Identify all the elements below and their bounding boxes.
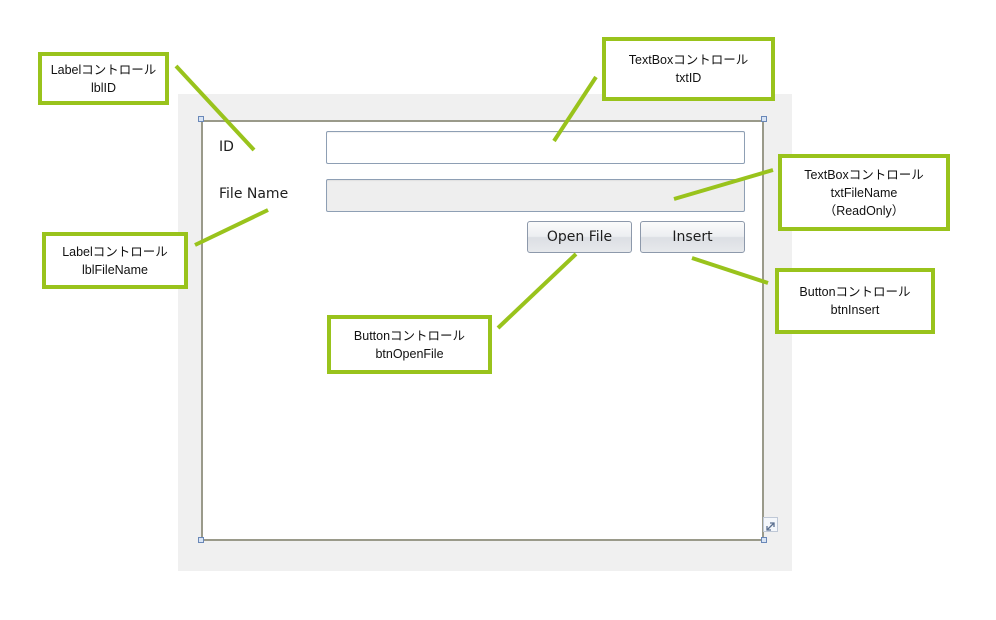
filename-textbox[interactable] <box>326 179 745 212</box>
callout-lbl-id: Labelコントロール lblID <box>38 52 169 105</box>
selection-handle-icon[interactable] <box>761 537 767 543</box>
callout-btn-openfile-type: Buttonコントロール <box>353 328 466 343</box>
callout-txt-id: TextBoxコントロール txtID <box>602 37 775 101</box>
callout-btn-insert: Buttonコントロール btnInsert <box>775 268 935 334</box>
callout-lbl-filename-name: lblFileName <box>82 262 148 277</box>
callout-btn-insert-name: btnInsert <box>830 303 880 317</box>
resize-arrows-icon <box>766 522 775 531</box>
callout-lbl-filename: Labelコントロール lblFileName <box>42 232 188 289</box>
id-textbox[interactable] <box>326 131 745 164</box>
callout-txt-filename-type: TextBoxコントロール <box>804 167 924 182</box>
callout-btn-openfile-name: btnOpenFile <box>375 346 444 361</box>
callout-lbl-id-type: Labelコントロール <box>50 62 157 77</box>
selection-handle-icon[interactable] <box>761 116 767 122</box>
selection-handle-icon[interactable] <box>198 116 204 122</box>
callout-txt-filename: TextBoxコントロール txtFileName （ReadOnly） <box>778 154 950 231</box>
insert-button[interactable]: Insert <box>640 221 745 253</box>
callout-btn-openfile: Buttonコントロール btnOpenFile <box>327 315 492 374</box>
id-label: ID <box>219 139 234 155</box>
callout-txt-filename-note: （ReadOnly） <box>823 203 905 218</box>
callout-txt-id-type: TextBoxコントロール <box>628 53 749 67</box>
callout-txt-filename-name: txtFileName <box>830 185 898 200</box>
callout-lbl-id-name: lblID <box>90 80 116 95</box>
resize-grip-icon[interactable] <box>763 517 778 532</box>
callout-btn-insert-type: Buttonコントロール <box>799 285 911 299</box>
open-file-button[interactable]: Open File <box>527 221 632 253</box>
selection-handle-icon[interactable] <box>198 537 204 543</box>
callout-txt-id-name: txtID <box>675 71 702 85</box>
filename-label: File Name <box>219 186 289 202</box>
callout-lbl-filename-type: Labelコントロール <box>62 244 168 259</box>
